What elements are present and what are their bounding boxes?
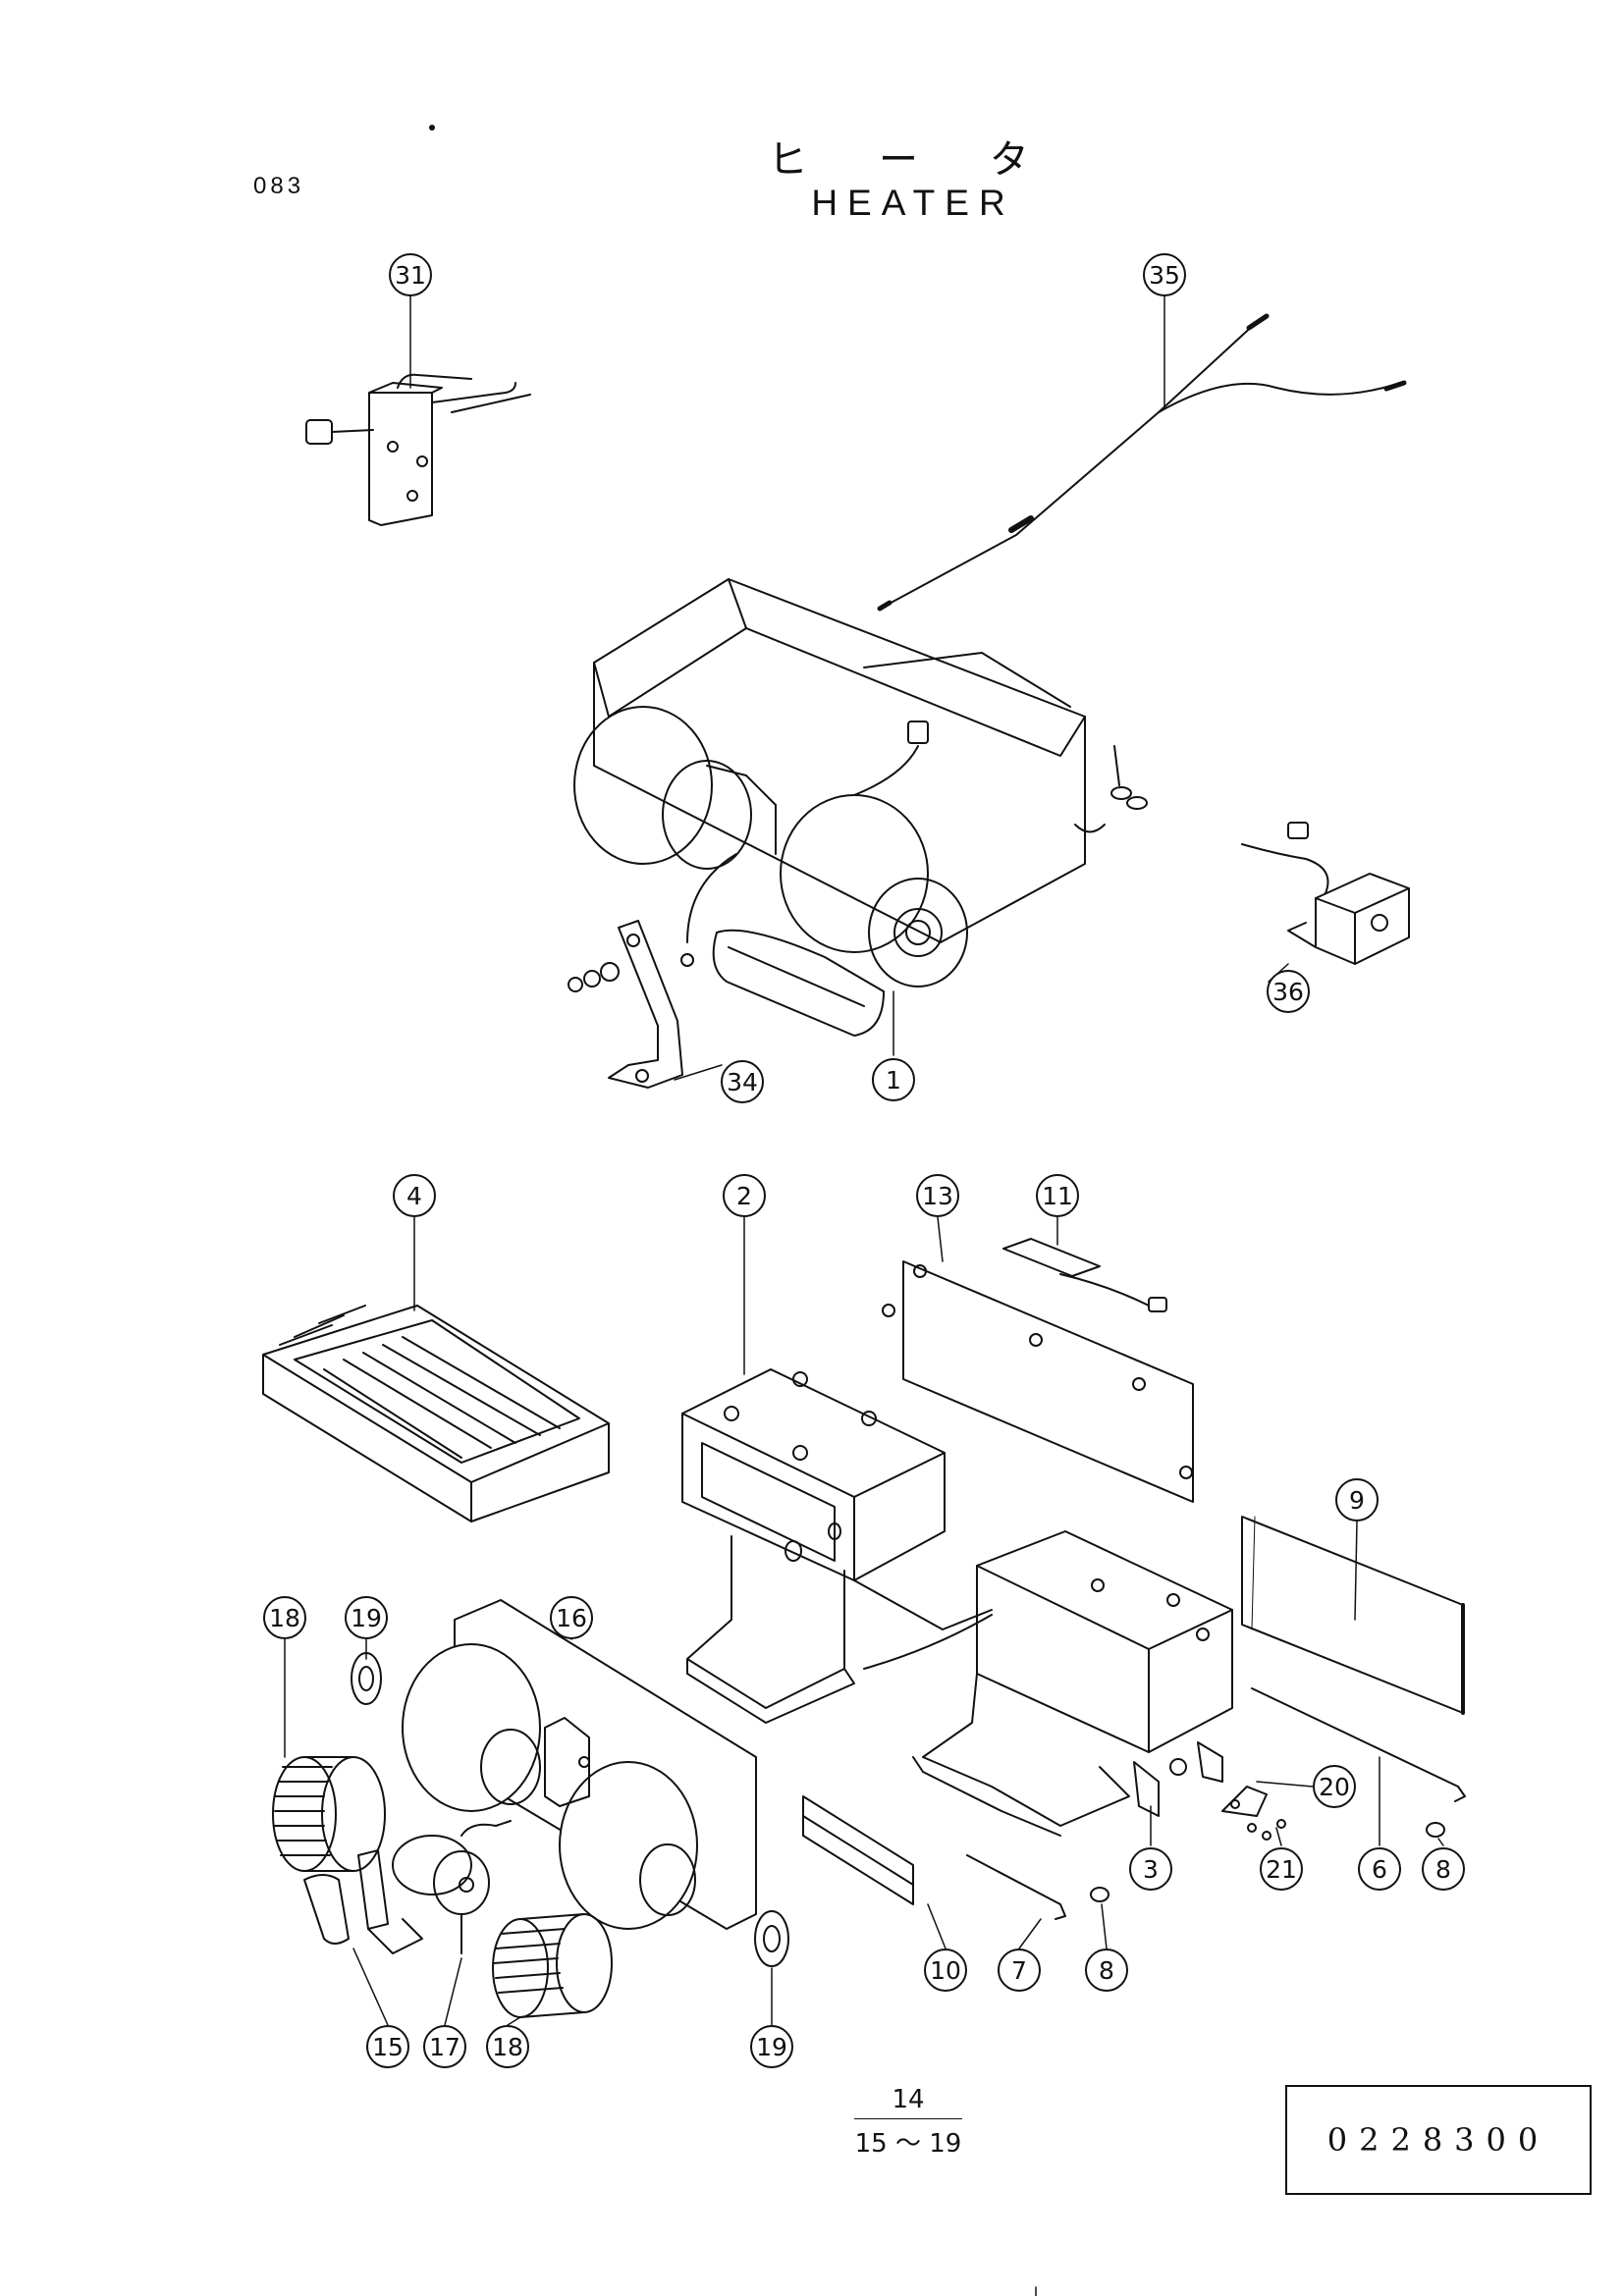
part-13-panel [882,1260,1194,1503]
callout-31: 31 [389,253,432,296]
callout-10: 10 [924,1949,967,1992]
callout-7: 7 [998,1949,1041,1992]
part-9-filter [1241,1516,1465,1715]
part-35-wiring-harness [877,313,1407,612]
callout-19-upper: 19 [345,1596,388,1639]
leader-lines [284,295,1444,2026]
part-15-strap [303,1849,423,1954]
callout-6: 6 [1358,1847,1401,1891]
callout-9: 9 [1335,1478,1379,1522]
callout-20: 20 [1313,1765,1356,1808]
page-code: 083 [253,173,305,199]
title-japanese: ヒ ー タ [768,137,1058,183]
callout-8-lower: 8 [1085,1949,1128,1992]
part-34-bracket [568,920,683,1089]
callout-1: 1 [872,1058,915,1101]
part-1-heater-assembly [573,578,1148,1037]
part-20-21-link [1221,1786,1286,1841]
callout-15: 15 [366,2025,409,2068]
callout-19-lower: 19 [750,2025,793,2068]
callout-18-upper: 18 [263,1596,306,1639]
part-6-rod [1251,1687,1466,1802]
part-3-lower-case [912,1530,1233,1837]
callout-34: 34 [721,1060,764,1103]
part-4-heater-core [262,1305,610,1522]
callout-17: 17 [423,2025,466,2068]
callout-8-right: 8 [1422,1847,1465,1891]
title-english: HEATER [811,183,1015,223]
part-11-sensor [1002,1238,1167,1312]
part-18-blower-wheels [272,1756,613,2018]
part-36-switch [1241,822,1410,965]
part-19-rings [351,1652,789,1967]
part-31-valve-bracket [305,373,531,526]
part-16-blower-housing [402,1599,757,1930]
document-number: 0228300 [1326,2121,1550,2159]
callout-35: 35 [1143,253,1186,296]
page-reference-range: 15 ～ 19 [854,2118,962,2160]
callout-11: 11 [1036,1174,1079,1217]
callout-4: 4 [393,1174,436,1217]
callout-36: 36 [1267,970,1310,1013]
part-8-clips [1090,1822,1445,1902]
part-10-7-rails [802,1795,1066,1920]
callout-13: 13 [916,1174,959,1217]
callout-2: 2 [723,1174,766,1217]
callout-3: 3 [1129,1847,1172,1891]
callout-16: 16 [550,1596,593,1639]
document-number-box: 0228300 [1285,2085,1592,2195]
part-2-upper-case [681,1368,993,1724]
page-reference: 14 15 ～ 19 [854,2085,962,2160]
part-17-motor [392,1820,512,1954]
callout-18-lower: 18 [486,2025,529,2068]
page-reference-top: 14 [892,2085,925,2114]
callout-21: 21 [1260,1847,1303,1891]
